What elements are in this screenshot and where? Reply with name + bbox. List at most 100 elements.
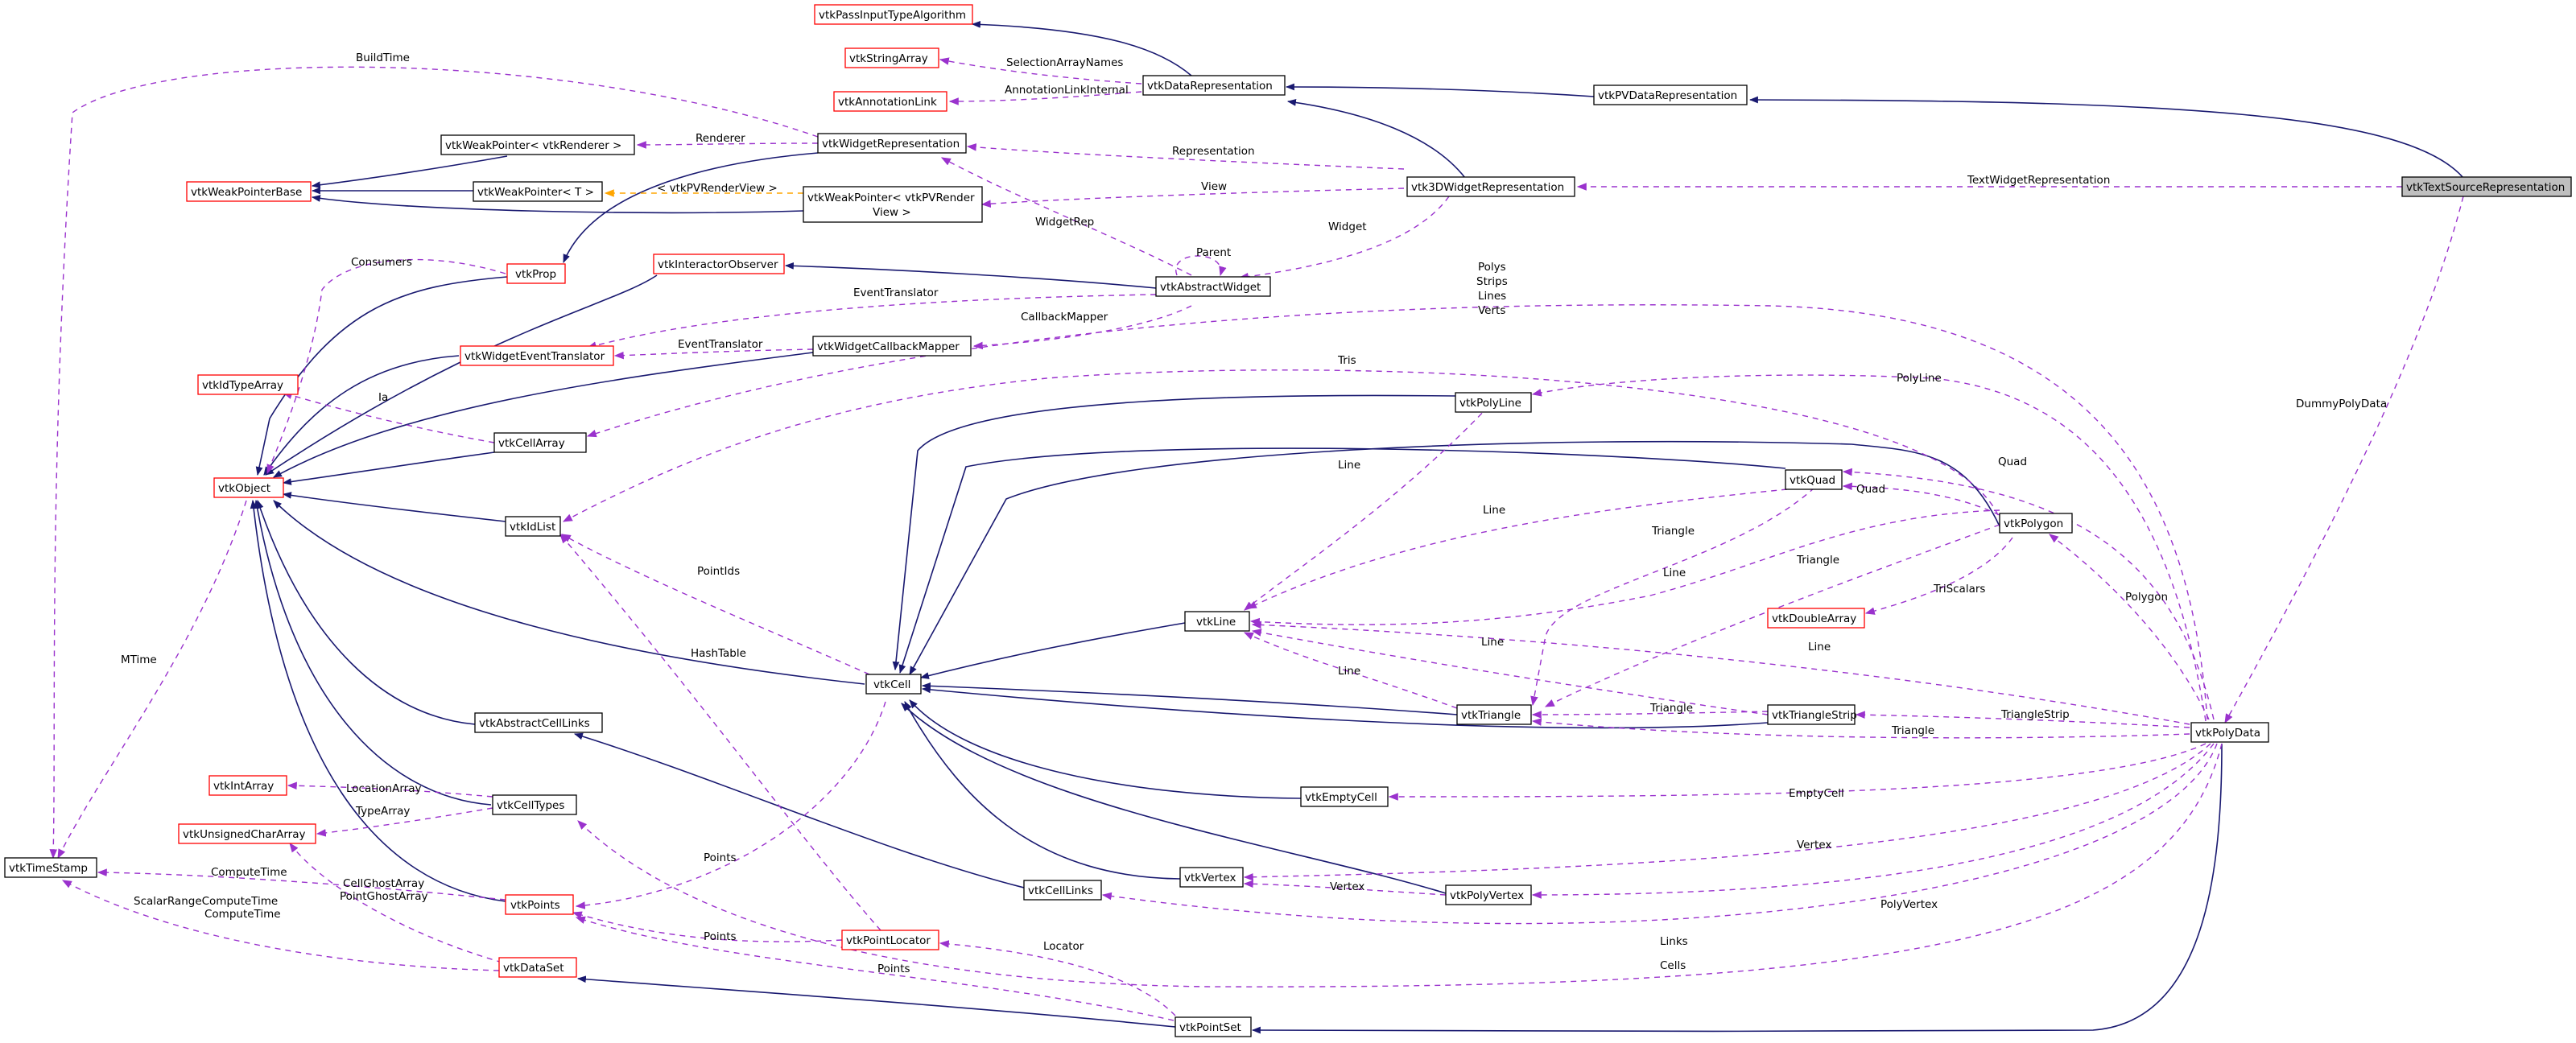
node-vtkProp[interactable]: vtkProp: [506, 263, 566, 284]
edge-weakpvrv-to-base: [311, 195, 804, 214]
node-vtkUnsignedCharArray[interactable]: vtkUnsignedCharArray: [178, 823, 316, 844]
edge-label: Widget: [1328, 221, 1367, 233]
node-label: View >: [873, 206, 911, 219]
node-vtkCellArray[interactable]: vtkCellArray: [493, 432, 587, 453]
edge-pointset-uses-pointlocator: [939, 940, 1176, 1016]
node-vtkLine[interactable]: vtkLine: [1184, 611, 1250, 632]
node-vtkObject[interactable]: vtkObject: [213, 477, 284, 498]
node-vtkAbstractWidget[interactable]: vtkAbstractWidget: [1155, 276, 1271, 297]
node-label: vtkAbstractWidget: [1160, 281, 1261, 294]
node-vtkAbstractCellLinks[interactable]: vtkAbstractCellLinks: [474, 712, 603, 733]
node-vtkIntArray[interactable]: vtkIntArray: [208, 775, 287, 796]
node-vtkIdTypeArray[interactable]: vtkIdTypeArray: [197, 374, 299, 395]
node-label: vtk3DWidgetRepresentation: [1411, 181, 1564, 194]
node-vtkPVDataRepresentation[interactable]: vtkPVDataRepresentation: [1593, 85, 1748, 105]
node-vtkPolygon[interactable]: vtkPolygon: [1999, 513, 2073, 534]
node-vtkIdList[interactable]: vtkIdList: [505, 516, 561, 537]
node-vtkPassInputTypeAlgorithm[interactable]: vtkPassInputTypeAlgorithm: [814, 4, 973, 25]
edge-label: Points: [704, 851, 737, 864]
edge-label: Verts: [1478, 304, 1505, 317]
node-vtkPolyLine[interactable]: vtkPolyLine: [1455, 392, 1532, 413]
node-label: vtkCellArray: [498, 437, 565, 450]
edge-polydata-uses-quad: [1842, 468, 2215, 720]
node-label: vtkLine: [1196, 616, 1236, 629]
edge-polygon-uses-line: [1249, 509, 2000, 626]
edge-3dwidgetrep-uses-widgetrep: [966, 143, 1405, 170]
node-vtkPointSet[interactable]: vtkPointSet: [1174, 1016, 1252, 1037]
edge-polydata-uses-polygon: [2049, 534, 2210, 720]
edge-label: Polygon: [2125, 591, 2168, 604]
node-label: vtkAbstractCellLinks: [479, 717, 590, 730]
node-vtkInteractorObserver[interactable]: vtkInteractorObserver: [653, 254, 785, 274]
node-label: vtkWeakPointerBase: [191, 186, 302, 199]
node-vtkWeakPointerPVRenderView[interactable]: vtkWeakPointer< vtkPVRender View >: [803, 186, 983, 223]
node-label: vtkIdTypeArray: [202, 379, 283, 392]
edge-cellarray-uses-idtypearray: [282, 391, 495, 443]
node-vtkCell[interactable]: vtkCell: [865, 674, 922, 695]
edge-celllinks-to-abscelllinks: [573, 732, 1028, 889]
node-vtkPolyData[interactable]: vtkPolyData: [2190, 722, 2269, 743]
edge-weakrenderer-to-base: [311, 155, 508, 189]
node-vtkVertex[interactable]: vtkVertex: [1179, 867, 1244, 888]
node-vtkPointLocator[interactable]: vtkPointLocator: [841, 930, 939, 950]
edge-label: View: [1201, 180, 1227, 193]
node-vtkPoints[interactable]: vtkPoints: [505, 894, 574, 915]
node-label: vtkEmptyCell: [1305, 791, 1377, 804]
node-label: vtkTextSourceRepresentation: [2406, 181, 2565, 194]
node-vtkQuad[interactable]: vtkQuad: [1785, 469, 1843, 490]
edge-callbackmapper-to-object: [273, 352, 814, 478]
node-vtkTextSourceRepresentation[interactable]: vtkTextSourceRepresentation: [2401, 176, 2572, 197]
node-label: vtkInteractorObserver: [658, 258, 778, 271]
node-vtkTimeStamp[interactable]: vtkTimeStamp: [4, 857, 97, 878]
node-vtkStringArray[interactable]: vtkStringArray: [844, 47, 939, 68]
node-vtkTriangleStrip[interactable]: vtkTriangleStrip: [1767, 704, 1857, 725]
node-vtkWeakPointerT[interactable]: vtkWeakPointer< T >: [473, 181, 603, 202]
edge-abscelllinks-to-object: [256, 499, 476, 725]
edge-labels: TextWidgetRepresentation DummyPolyData S…: [121, 52, 2387, 975]
edge-celltypes-uses-ucharray: [316, 807, 493, 837]
edge-label: Triangle: [1651, 525, 1695, 538]
edge-cellarray-to-object: [282, 451, 495, 485]
node-vtkCellLinks[interactable]: vtkCellLinks: [1023, 880, 1102, 901]
edge-label: TypeArray: [355, 805, 410, 818]
node-label: vtkIntArray: [213, 780, 274, 793]
edge-label: EventTranslator: [853, 287, 939, 299]
node-vtkCellTypes[interactable]: vtkCellTypes: [492, 794, 577, 815]
edge-quad-uses-line: [1246, 489, 1788, 609]
edge-label: Triangle: [1796, 554, 1839, 567]
node-label: vtkDoubleArray: [1772, 612, 1856, 625]
node-vtkDataRepresentation[interactable]: vtkDataRepresentation: [1142, 75, 1286, 96]
node-label: vtkDataSet: [503, 962, 564, 975]
node-vtkDoubleArray[interactable]: vtkDoubleArray: [1767, 608, 1865, 629]
node-label: vtkWidgetEventTranslator: [464, 350, 605, 363]
node-vtkWidgetEventTranslator[interactable]: vtkWidgetEventTranslator: [460, 345, 614, 366]
node-label: vtkPVDataRepresentation: [1598, 89, 1737, 102]
node-label: vtkCellTypes: [497, 799, 564, 812]
node-label: vtkStringArray: [849, 52, 928, 65]
node-vtkWidgetRepresentation[interactable]: vtkWidgetRepresentation: [817, 133, 967, 154]
edge-label: Quad: [1856, 483, 1885, 496]
inheritance-edges: [250, 20, 2464, 1034]
node-vtkPolyVertex[interactable]: vtkPolyVertex: [1445, 884, 1532, 905]
node-label: vtkPolyData: [2195, 727, 2260, 740]
node-vtkWidgetCallbackMapper[interactable]: vtkWidgetCallbackMapper: [812, 336, 972, 357]
edge-label: WidgetRep: [1035, 216, 1094, 229]
node-label: vtkTimeStamp: [9, 862, 88, 875]
node-vtkWeakPointerBase[interactable]: vtkWeakPointerBase: [186, 181, 312, 202]
edge-label: EventTranslator: [678, 338, 763, 351]
node-vtkAnnotationLink[interactable]: vtkAnnotationLink: [833, 91, 947, 112]
edge-label: Locator: [1043, 940, 1084, 953]
edge-label: MTime: [121, 653, 157, 666]
node-vtkWeakPointerRenderer[interactable]: vtkWeakPointer< vtkRenderer >: [440, 134, 635, 155]
edge-label: BuildTime: [356, 52, 410, 64]
edge-label: Line: [1481, 636, 1504, 649]
edge-label: Cells: [1660, 959, 1686, 972]
edge-polydata-uses-celltypes: [577, 743, 2223, 987]
edge-label: ComputeTime: [204, 908, 281, 921]
edge-label: Line: [1808, 641, 1831, 653]
node-vtkTriangle[interactable]: vtkTriangle: [1456, 704, 1532, 725]
node-vtk3DWidgetRepresentation[interactable]: vtk3DWidgetRepresentation: [1406, 176, 1575, 197]
node-vtkEmptyCell[interactable]: vtkEmptyCell: [1300, 786, 1389, 807]
node-vtkDataSet[interactable]: vtkDataSet: [498, 957, 577, 978]
edge-celltypes-uses-intarray: [287, 781, 493, 798]
